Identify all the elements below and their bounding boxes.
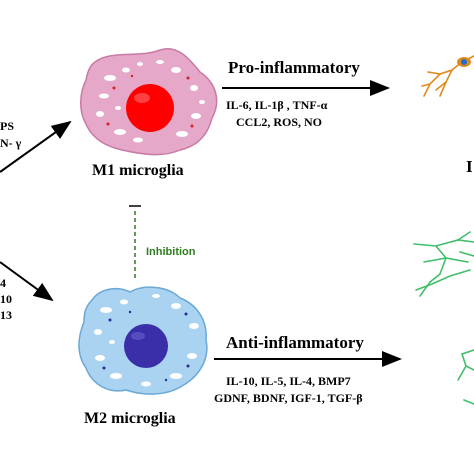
m1-microglia-cell bbox=[80, 47, 218, 156]
m2-microglia-cell bbox=[78, 286, 208, 395]
m2-nucleus bbox=[124, 324, 168, 368]
healthy-neuron-lower-icon bbox=[457, 349, 474, 405]
m1-mediators-line2: CCL2, ROS, NO bbox=[236, 115, 323, 129]
m1-stimulus-1: PS bbox=[0, 119, 15, 133]
m2-stimulus-2: 10 bbox=[0, 292, 12, 306]
right-edge-text: I bbox=[466, 157, 473, 176]
m2-stimulus-3: 13 bbox=[0, 308, 12, 322]
m1-nucleus bbox=[126, 84, 174, 132]
inhibition-label: Inhibition bbox=[146, 246, 196, 258]
m2-mediators-line2: GDNF, BDNF, IGF-1, TGF-β bbox=[214, 391, 363, 405]
damaged-neuron-icon bbox=[421, 55, 474, 97]
pro-inflammatory-title: Pro-inflammatory bbox=[228, 58, 360, 77]
healthy-neuron-icon bbox=[413, 231, 474, 297]
m2-stimulus-arrow bbox=[0, 261, 54, 302]
m1-label: M1 microglia bbox=[92, 162, 184, 179]
m2-mediators-line1: IL-10, IL-5, IL-4, BMP7 bbox=[226, 374, 351, 388]
m1-stimulus-arrow bbox=[0, 120, 72, 173]
anti-inflammatory-title: Anti-inflammatory bbox=[226, 333, 364, 352]
m2-stimulus-1: 4 bbox=[0, 276, 6, 290]
m1-stimulus-2: N- γ bbox=[0, 136, 22, 150]
m2-label: M2 microglia bbox=[84, 410, 176, 427]
m1-mediators-line1: IL-6, IL-1β , TNF-α bbox=[226, 98, 328, 112]
